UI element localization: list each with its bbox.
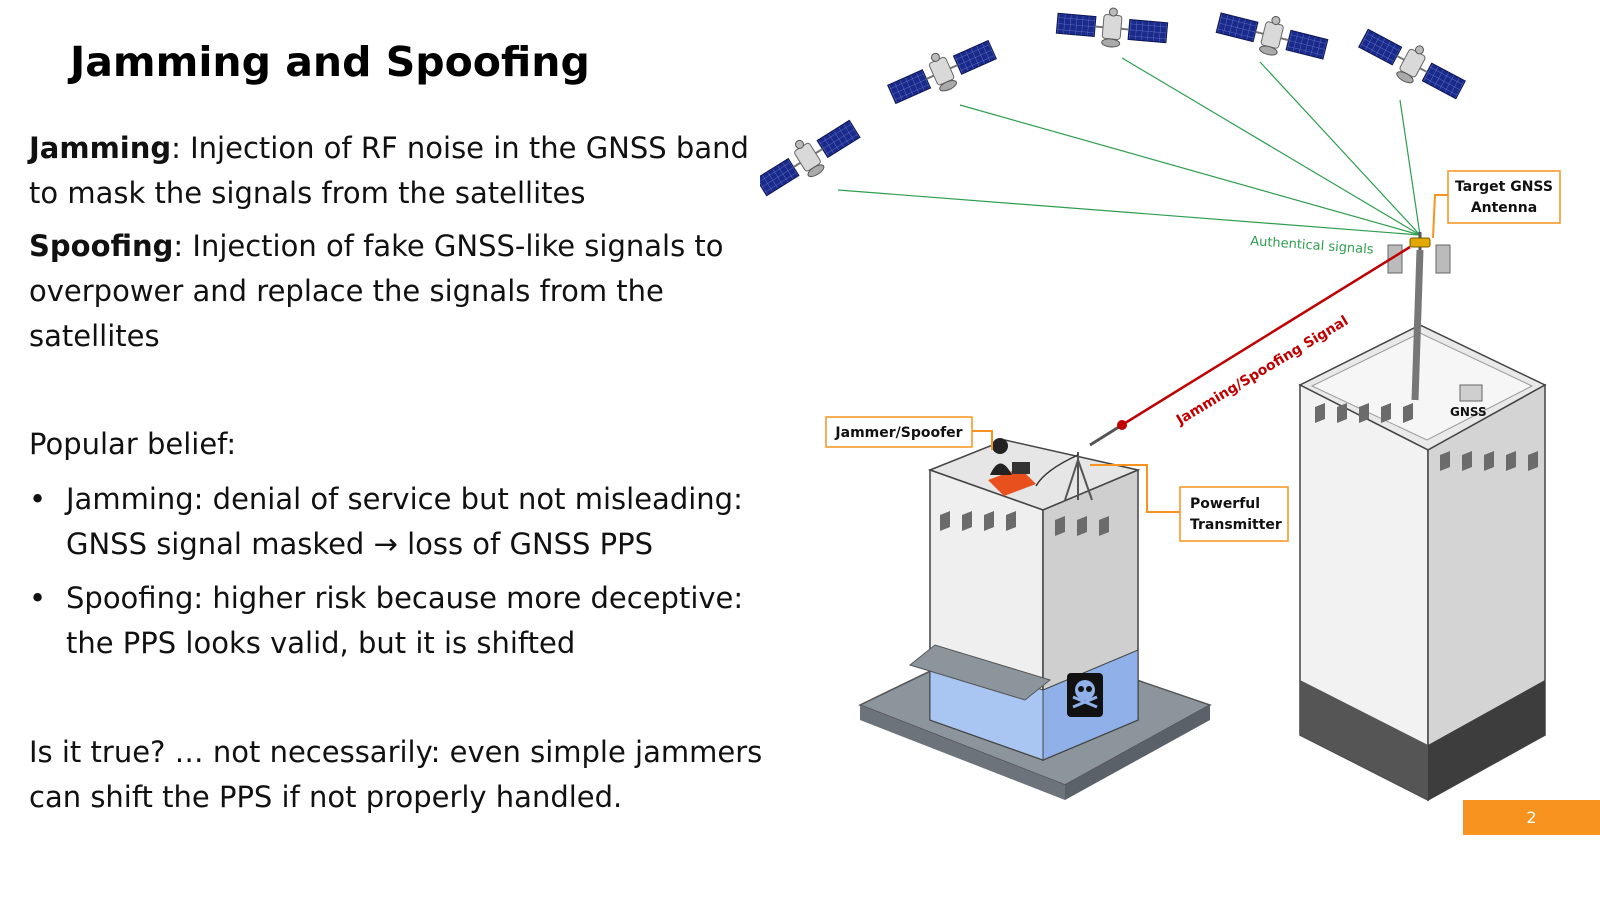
jamming-spoofing-diagram: Authentical signals Jamming/Spoofing Sig… (760, 2, 1561, 802)
signal-line (959, 104, 1421, 236)
target-antenna-label-line1: Target GNSS (1455, 179, 1553, 195)
signal-line (1399, 99, 1421, 236)
gnss-label: GNSS (1450, 405, 1487, 419)
jamming-term: Jamming (29, 131, 172, 165)
page-number: 2 (1463, 800, 1600, 835)
bullet-list-2: Spoofing: higher risk because more decep… (29, 576, 789, 666)
transmitter-label-line2: Transmitter (1190, 517, 1282, 533)
bullet-spoofing: Spoofing: higher risk because more decep… (29, 576, 789, 666)
jamming-text: : Injection of RF noise in the GNSS band… (29, 131, 749, 210)
jammer-label: Jammer/Spoofer (834, 425, 962, 441)
authentic-signal-lines (837, 57, 1421, 236)
transmitter-callout: Powerful Transmitter (1090, 464, 1289, 542)
belief-heading: Popular belief: (29, 427, 237, 461)
target-antenna-label-line2: Antenna (1471, 200, 1537, 216)
target-building (1298, 232, 1547, 802)
jammer-callout: Jammer/Spoofer (825, 416, 993, 450)
hacker-icon (988, 438, 1036, 496)
yagi-antenna-icon (1035, 423, 1123, 501)
satellite-icon (882, 30, 1001, 113)
target-antenna-callout: Target GNSS Antenna (1432, 170, 1561, 239)
antenna-tower (1387, 232, 1451, 401)
gnss-receiver-box (1459, 384, 1483, 402)
transmitter-label-line1: Powerful (1190, 496, 1260, 512)
satellite-icon (760, 110, 866, 205)
satellite-icon (1054, 2, 1170, 53)
signal-line (1121, 57, 1421, 236)
slide-title: Jamming and Spoofing (70, 38, 590, 86)
skull-icon (1067, 673, 1103, 717)
spoofing-definition: Spoofing: Injection of fake GNSS-like si… (29, 224, 769, 359)
question-text: Is it true? … not necessarily: even simp… (29, 735, 763, 814)
signal-line (837, 189, 1421, 236)
signal-line (1259, 61, 1421, 236)
bullet-list-1: Jamming: denial of service but not misle… (29, 477, 789, 567)
authentic-signals-label: Authentical signals (1250, 234, 1374, 258)
spoofing-signal-line (1121, 245, 1411, 427)
attacker-building (858, 423, 1212, 800)
jamming-definition: Jamming: Injection of RF noise in the GN… (29, 126, 769, 216)
satellite-icon (1353, 19, 1471, 108)
bullet-jamming: Jamming: denial of service but not misle… (29, 477, 789, 567)
spoofing-source-dot (1117, 420, 1127, 430)
spoofing-term: Spoofing (29, 229, 174, 263)
spoofing-text: : Injection of fake GNSS-like signals to… (29, 229, 724, 353)
satellite-icon (1213, 2, 1332, 69)
